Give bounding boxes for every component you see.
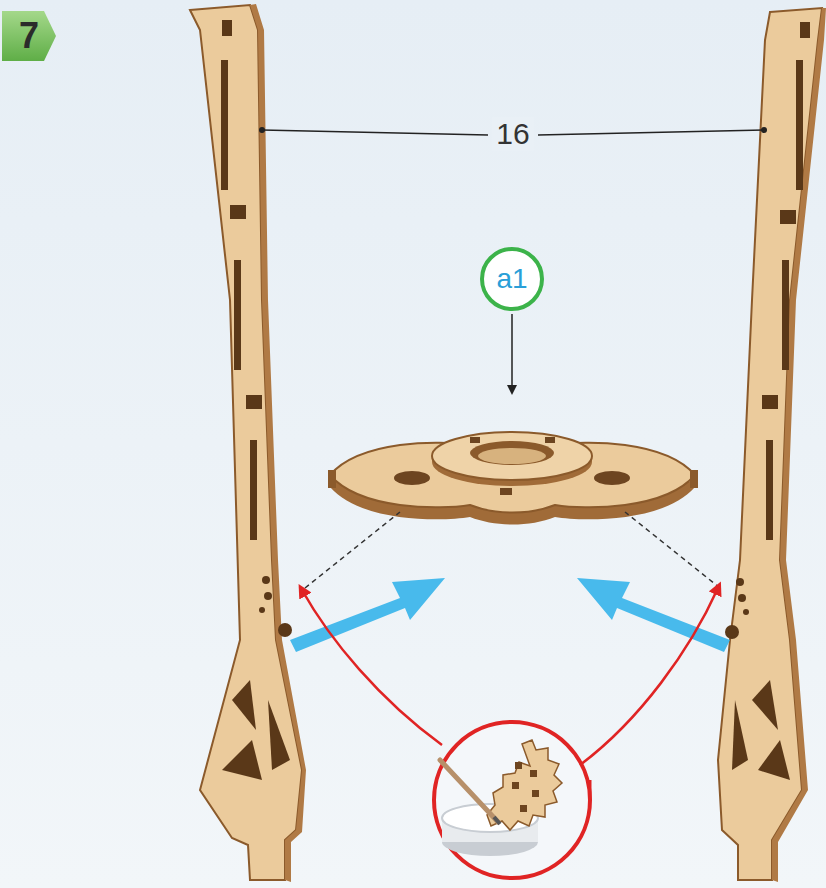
part-callout: a1 [479, 246, 545, 312]
part-number: 16 [492, 117, 533, 151]
guide-line [625, 512, 720, 588]
part-code: a1 [496, 263, 527, 295]
step-badge: 7 [2, 11, 56, 61]
insert-arrow [511, 314, 513, 390]
center-plate [328, 432, 698, 525]
glue-callout [302, 588, 718, 878]
left-upright [190, 4, 306, 882]
move-arrows [290, 578, 730, 652]
guide-line [305, 512, 400, 588]
right-upright [718, 8, 826, 882]
step-number: 7 [19, 15, 39, 57]
